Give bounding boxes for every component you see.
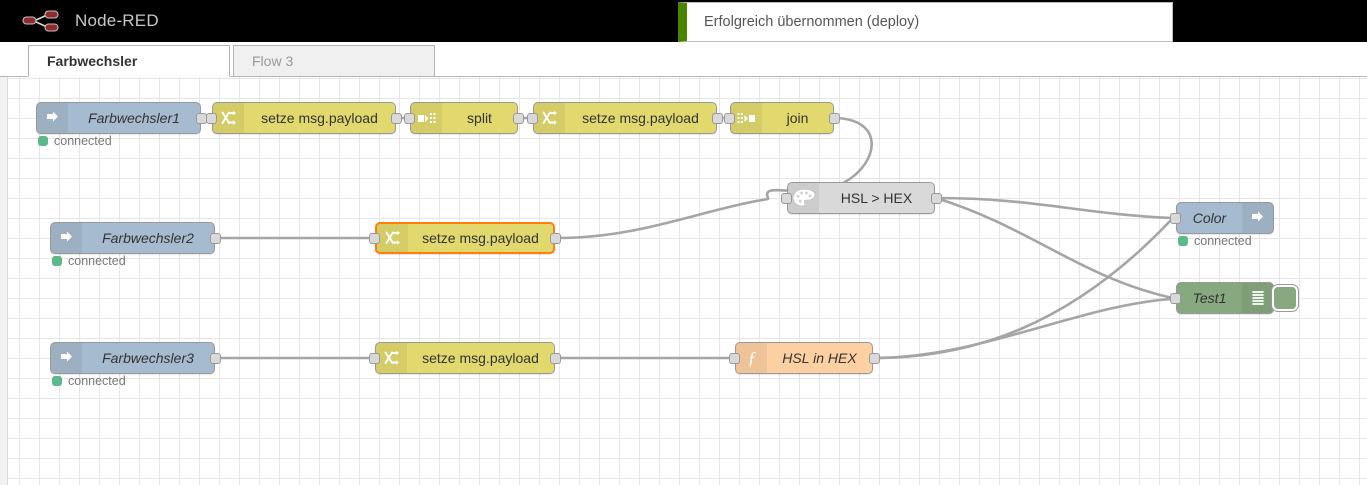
notification-message: Erfolgreich übernommen (deploy) [704,14,920,30]
join-icon [731,103,762,133]
node-label: Farbwechsler1 [88,110,180,126]
wire-join1-hsl2hex [765,116,873,200]
node-label: setze msg.payload [422,230,539,246]
status-dot [52,256,62,266]
node-hsl-in-hex[interactable]: ƒ HSL in HEX [735,342,873,374]
port-in-test1[interactable] [1170,293,1181,304]
wire-layer [198,116,1174,360]
tab-label: Farbwechsler [47,53,138,69]
node-label: setze msg.payload [422,350,539,366]
port-out-farbwechsler3[interactable] [210,353,221,364]
tab-label: Flow 3 [252,53,294,69]
brand-title: Node-RED [75,11,159,30]
status-text: connected [68,254,126,268]
node-hsl-to-hex[interactable]: HSL > HEX [787,182,935,214]
node-label: Color [1192,210,1227,226]
wire-hslinhex-color [872,217,1174,360]
svg-text:ƒ: ƒ [747,348,756,368]
port-in-hsl-to-hex[interactable] [781,193,792,204]
debug-lines-icon [1242,283,1273,313]
port-in-change-2[interactable] [527,113,538,124]
brand-logo[interactable]: Node-RED [22,0,159,42]
node-label: setze msg.payload [261,110,378,126]
port-in-hsl-in-hex[interactable] [729,353,740,364]
port-in-change-4[interactable] [369,353,380,364]
port-out-change-4[interactable] [550,353,561,364]
node-change-1[interactable]: setze msg.payload [212,102,396,134]
port-out-change-1[interactable] [391,113,402,124]
port-out-change-3[interactable] [550,233,561,244]
status-dot [52,376,62,386]
status-farbwechsler3: connected [52,374,126,388]
node-farbwechsler2[interactable]: Farbwechsler2 [50,222,215,254]
node-change-2[interactable]: setze msg.payload [533,102,717,134]
port-in-change-1[interactable] [206,113,217,124]
status-text: connected [1194,234,1252,248]
port-out-change-2[interactable] [712,113,723,124]
node-label: setze msg.payload [582,110,699,126]
tab-farbwechsler[interactable]: Farbwechsler [28,45,230,77]
change-icon [534,103,565,133]
flow-canvas[interactable]: Farbwechsler1 connected setze msg.payloa… [0,77,1367,485]
wire-hslinhex-test1 [872,297,1174,360]
tab-flow-3[interactable]: Flow 3 [233,45,435,77]
status-text: connected [54,134,112,148]
change-icon [377,224,408,252]
status-color: connected [1178,234,1252,248]
port-out-join[interactable] [829,113,840,124]
node-change-3[interactable]: setze msg.payload [375,222,555,254]
arrow-right-icon [51,223,82,253]
node-label: join [786,110,809,126]
change-icon [376,343,407,373]
flow-tab-bar: Farbwechsler Flow 3 [0,42,1367,77]
node-farbwechsler3[interactable]: Farbwechsler3 [50,342,215,374]
node-test1[interactable]: Test1 [1176,282,1274,314]
port-out-hsl-in-hex[interactable] [869,353,880,364]
port-in-split[interactable] [404,113,415,124]
arrow-right-icon [1242,203,1273,233]
status-farbwechsler2: connected [52,254,126,268]
node-label: Test1 [1192,290,1227,306]
node-label: Farbwechsler2 [102,230,194,246]
node-farbwechsler1[interactable]: Farbwechsler1 [36,102,201,134]
function-icon: ƒ [736,343,767,373]
node-red-logo-icon [22,10,59,32]
node-label: Farbwechsler3 [102,350,194,366]
node-label: split [467,110,492,126]
status-dot [38,136,48,146]
node-change-4[interactable]: setze msg.payload [375,342,555,374]
split-icon [411,103,442,133]
node-label: HSL > HEX [840,190,913,206]
port-in-join[interactable] [724,113,735,124]
change-icon [213,103,244,133]
wire-hsl2hex-color [934,196,1174,220]
port-out-farbwechsler2[interactable] [210,233,221,244]
canvas-left-gutter [0,77,8,485]
port-out-split[interactable] [513,113,524,124]
node-join[interactable]: join [730,102,834,134]
status-text: connected [68,374,126,388]
port-in-change-3[interactable] [369,233,380,244]
port-out-hsl-to-hex[interactable] [931,193,942,204]
arrow-right-icon [51,343,82,373]
wire-hsl2hex-test1 [934,196,1174,300]
debug-toggle-button[interactable] [1272,285,1298,311]
color-palette-icon [788,183,819,213]
wire-change3-hsl2hex [556,197,770,240]
deploy-notification[interactable]: Erfolgreich übernommen (deploy) [678,2,1173,42]
node-label: HSL in HEX [782,350,857,366]
port-in-color[interactable] [1170,213,1181,224]
status-farbwechsler1: connected [38,134,112,148]
arrow-right-icon [37,103,68,133]
status-dot [1178,236,1188,246]
node-split[interactable]: split [410,102,518,134]
node-color[interactable]: Color [1176,202,1274,234]
